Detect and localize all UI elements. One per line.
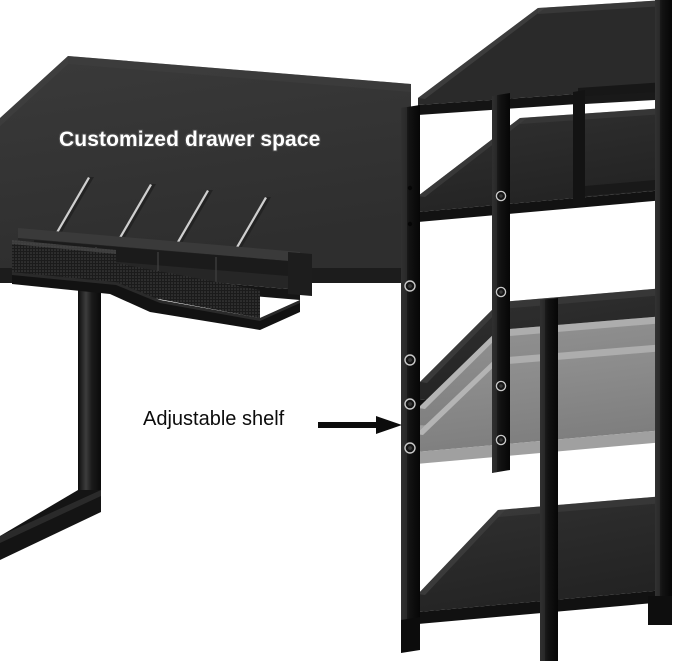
desk-leg xyxy=(0,268,101,560)
annotation-arrow-icon xyxy=(318,416,402,434)
post-inner-left xyxy=(492,93,510,473)
bookshelf-tower xyxy=(401,0,672,661)
post-rear-right xyxy=(655,0,672,620)
drawer-dividers xyxy=(56,177,271,253)
post-front-left xyxy=(401,105,420,648)
post-front-right xyxy=(540,298,558,661)
desk-assembly xyxy=(0,56,411,560)
shelf-adjustment-holes xyxy=(404,185,416,454)
shelf-second xyxy=(418,108,665,222)
post-inner-left-screws xyxy=(495,190,507,446)
post-mid-upper xyxy=(573,90,585,207)
drawer xyxy=(12,177,312,330)
